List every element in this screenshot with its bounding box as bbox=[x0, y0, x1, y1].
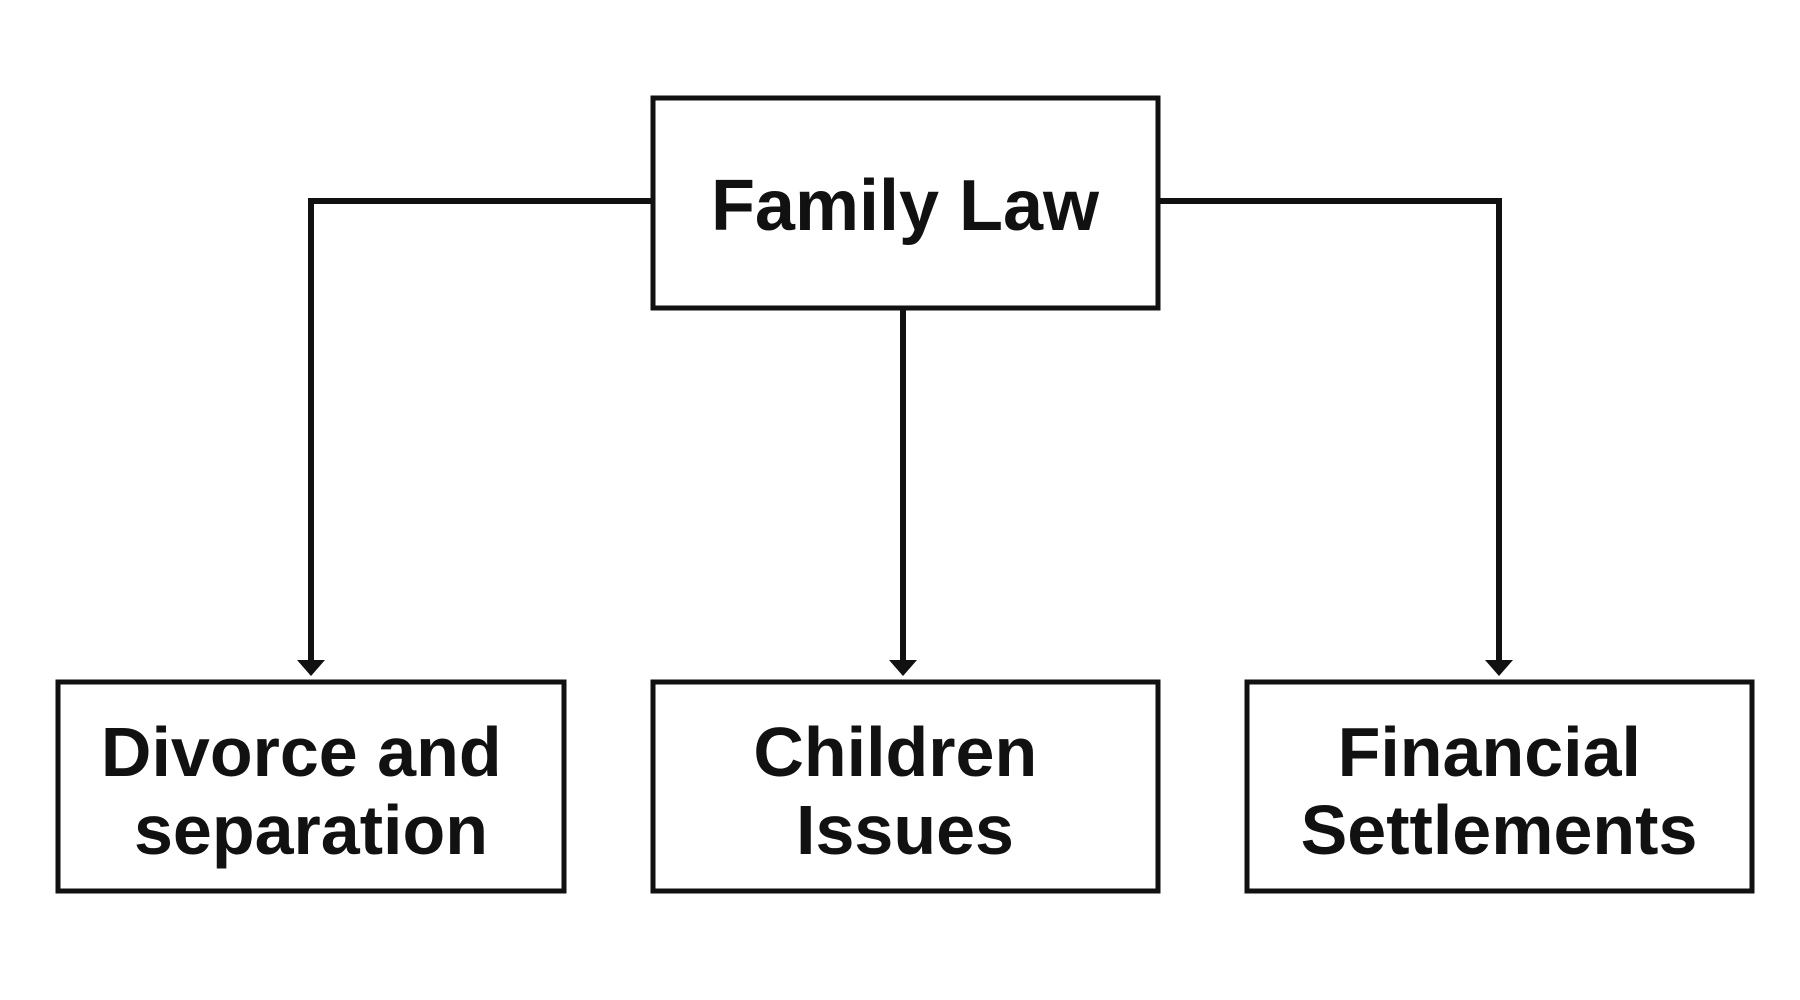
connector-root-to-financial bbox=[1155, 198, 1502, 663]
connector-root-to-divorce bbox=[308, 198, 656, 663]
child-node-children-issues-box bbox=[650, 679, 1161, 894]
child-node-divorce-box bbox=[55, 679, 567, 894]
root-node-label: Family Law bbox=[711, 166, 1100, 246]
arrowhead-financial bbox=[1485, 660, 1513, 676]
arrowhead-divorce bbox=[297, 660, 325, 676]
child-node-children-issues-label: Children Issues bbox=[753, 713, 1056, 869]
child-node-divorce: Divorce and separation bbox=[55, 679, 567, 894]
child-node-children-issues: Children Issues bbox=[650, 679, 1161, 894]
connectors bbox=[297, 198, 1513, 676]
child-node-children-issues-line-1: Children bbox=[753, 713, 1037, 791]
root-node-box bbox=[650, 95, 1161, 311]
child-node-children-issues-line-2: Issues bbox=[796, 791, 1014, 869]
arrowhead-children bbox=[889, 660, 917, 676]
child-node-divorce-label: Divorce and separation bbox=[101, 713, 521, 869]
child-node-financial-settlements-line-2: Settlements bbox=[1301, 791, 1698, 869]
child-node-financial-settlements-label: Financial Settlements bbox=[1301, 713, 1698, 869]
root-node: Family Law bbox=[650, 95, 1161, 311]
child-node-financial-settlements: Financial Settlements bbox=[1244, 679, 1755, 894]
child-node-financial-settlements-line-1: Financial bbox=[1338, 713, 1641, 791]
child-node-divorce-line-2: separation bbox=[134, 791, 488, 869]
child-node-divorce-line-1: Divorce and bbox=[101, 713, 502, 791]
child-node-financial-settlements-box bbox=[1244, 679, 1755, 894]
